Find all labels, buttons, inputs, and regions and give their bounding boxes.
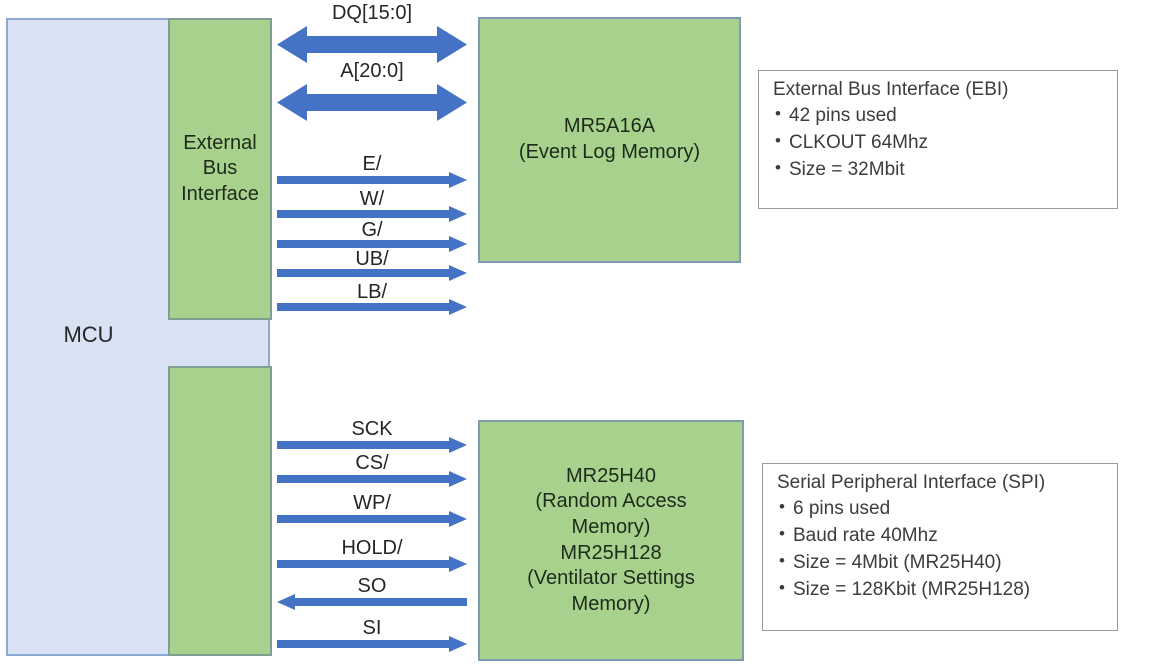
memory-bottom-label: MR25H40 (Random Access Memory) MR25H128 …	[527, 464, 695, 618]
signal-arrow-lb	[277, 299, 467, 315]
spi-info-box: Serial Peripheral Interface (SPI) 6 pins…	[762, 463, 1118, 631]
signal-label-a: A[20:0]	[340, 60, 404, 82]
signal-arrow-g	[277, 236, 467, 252]
signal-label-lb: LB/	[356, 281, 388, 303]
signal-label-cs: CS/	[355, 452, 389, 474]
signal-arrow-ub	[277, 265, 467, 281]
signal-label-wp: WP/	[353, 492, 391, 514]
signal-label-e: E/	[362, 153, 382, 175]
ebi-label-line-1: External	[183, 131, 257, 154]
memory-bottom-line-4: MR25H128	[560, 541, 662, 564]
spi-bullet-2: Baud rate 40Mhz	[777, 522, 1103, 550]
memory-bottom-line-1: MR25H40	[565, 464, 657, 487]
memory-top-line-1: MR5A16A	[563, 115, 656, 138]
signal-arrow-so	[277, 594, 467, 610]
spi-bullet-1: 6 pins used	[777, 495, 1103, 523]
spi-bullet-3: Size = 4Mbit (MR25H40)	[777, 549, 1103, 577]
ebi-info-list: 42 pins used CLKOUT 64Mhz Size = 32Mbit	[773, 102, 1103, 184]
signal-label-w: W/	[359, 188, 385, 210]
signal-arrow-cs	[277, 471, 467, 487]
memory-bottom-line-2: (Random Access	[535, 490, 687, 513]
spi-interface-block	[168, 366, 272, 656]
signal-arrow-si	[277, 636, 467, 652]
memory-bottom-line-5: (Ventilator Settings	[527, 567, 695, 590]
external-bus-interface-label: External Bus Interface	[181, 131, 259, 208]
signal-label-so: SO	[357, 575, 387, 597]
signal-arrow-a	[277, 84, 467, 121]
mcu-label: MCU	[63, 322, 114, 347]
ebi-bullet-2: CLKOUT 64Mhz	[773, 129, 1103, 157]
ebi-bullet-3: Size = 32Mbit	[773, 156, 1103, 184]
memory-bottom-line-3: Memory)	[571, 515, 651, 538]
signal-label-ub: UB/	[355, 248, 389, 270]
signal-label-hold: HOLD/	[341, 537, 403, 559]
signal-arrow-sck	[277, 437, 467, 453]
memory-block-mr25h40-mr25h128: MR25H40 (Random Access Memory) MR25H128 …	[478, 420, 744, 661]
ebi-info-title: External Bus Interface (EBI)	[773, 79, 1009, 100]
signal-label-dq: DQ[15:0]	[331, 2, 413, 24]
spi-info-title: Serial Peripheral Interface (SPI)	[777, 472, 1046, 493]
signal-arrow-e	[277, 172, 467, 188]
ebi-bullet-1: 42 pins used	[773, 102, 1103, 130]
signal-arrow-hold	[277, 556, 467, 572]
signal-arrow-wp	[277, 511, 467, 527]
memory-bottom-line-6: Memory)	[571, 592, 651, 615]
ebi-label-line-3: Interface	[181, 182, 259, 205]
signal-arrow-dq	[277, 26, 467, 63]
ebi-label-line-2: Bus	[202, 157, 238, 180]
ebi-info-box: External Bus Interface (EBI) 42 pins use…	[758, 70, 1118, 209]
external-bus-interface-block: External Bus Interface	[168, 18, 272, 320]
signal-label-g: G/	[361, 219, 383, 241]
signal-label-sck: SCK	[351, 418, 393, 440]
spi-bullet-4: Size = 128Kbit (MR25H128)	[777, 576, 1103, 604]
memory-top-line-2: (Event Log Memory)	[518, 141, 701, 163]
signal-arrow-w	[277, 206, 467, 222]
spi-info-list: 6 pins used Baud rate 40Mhz Size = 4Mbit…	[777, 495, 1103, 604]
memory-top-label: MR5A16A (Event Log Memory)	[519, 114, 700, 165]
memory-block-mr5a16a: MR5A16A (Event Log Memory)	[478, 17, 741, 263]
signal-label-si: SI	[362, 617, 382, 639]
